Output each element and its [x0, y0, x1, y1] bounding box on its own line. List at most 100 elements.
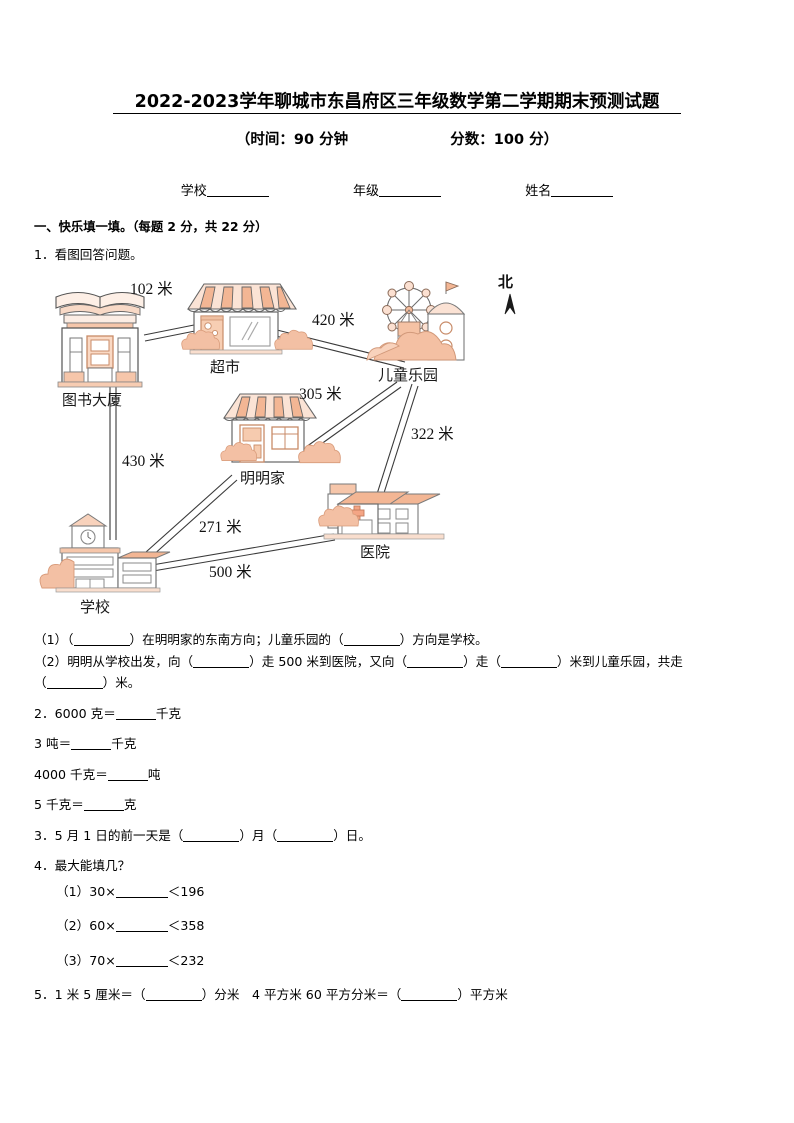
- spacer-after-q1: [34, 695, 760, 704]
- place-label-funpark: 儿童乐园: [378, 366, 438, 384]
- question-2-line-1: 2．6000 克＝ 千克: [34, 704, 760, 724]
- distance-label-library-market: 102 米: [130, 280, 173, 298]
- place-school: 学校: [39, 513, 171, 616]
- school-input[interactable]: [206, 183, 269, 197]
- q1p2-blank-1[interactable]: [193, 655, 250, 668]
- section-heading: 一、快乐填一填。（每题 2 分，共 22 分）: [34, 220, 268, 234]
- q3-text-b: ）月（: [239, 827, 278, 843]
- page-title: 2022-2023学年聊城市东昌府区三年级数学第二学期期末预测试题: [134, 92, 660, 112]
- question-3: 3．5 月 1 日的前一天是（）月（）日。: [34, 826, 760, 846]
- q4i2-blank[interactable]: [115, 919, 168, 933]
- q4i2-prefix: （2）60×: [56, 918, 116, 934]
- place-hospital: 医院: [318, 483, 445, 561]
- student-info-line: 学校 年级 姓名: [0, 180, 794, 199]
- q4i3-blank[interactable]: [115, 954, 168, 967]
- exam-time: （时间：90 分钟: [235, 132, 349, 148]
- q1p1-text-b: ）在明明家的东南方向；儿童乐园的（: [129, 632, 344, 647]
- q1p2-blank-3[interactable]: [500, 655, 557, 668]
- q2l4-blank[interactable]: [83, 798, 124, 812]
- question-2-line-2: 3 吨＝ 千克: [34, 734, 760, 754]
- q2l2-text-b: 千克: [111, 736, 137, 752]
- q1p2-blank-2[interactable]: [407, 655, 464, 668]
- compass-north: 北: [498, 274, 516, 315]
- place-label-home: 明明家: [240, 470, 285, 487]
- q1p2-text-c: ）走（: [463, 653, 501, 669]
- q2l4-text-a: 5 千克＝: [34, 797, 84, 813]
- q2l2-blank[interactable]: [71, 737, 112, 751]
- q2l1-blank[interactable]: [115, 707, 156, 720]
- q2l1-text-a: 2．6000 克＝: [34, 705, 116, 721]
- q3-blank-2[interactable]: [277, 829, 334, 842]
- place-label-hospital: 医院: [360, 543, 390, 561]
- place-label-school: 学校: [80, 599, 110, 616]
- distance-label-hospital-funpark: 322 米: [411, 425, 454, 443]
- place-funpark: 儿童乐园: [366, 281, 466, 384]
- distance-label-library-school: 430 米: [122, 452, 165, 470]
- distance-label-school-hospital: 500 米: [209, 563, 252, 581]
- name-input[interactable]: [551, 183, 614, 197]
- q1p1-text-a: （1）（: [34, 632, 74, 647]
- q1p2-text-d: ）米到儿童乐园，共走: [556, 653, 683, 669]
- q2l4-text-b: 克: [123, 797, 137, 813]
- question-4-item-3: （3）70×＜232: [56, 951, 760, 971]
- distance-label-school-home: 271 米: [199, 518, 242, 536]
- q1p1-blank-1[interactable]: [73, 633, 130, 646]
- school-label: 学校: [180, 184, 207, 199]
- q4i1-suffix: ＜196: [167, 883, 205, 899]
- title-underline: [113, 113, 681, 114]
- q5-text-a: 5．1 米 5 厘米＝（: [34, 987, 146, 1003]
- compass-label: 北: [498, 274, 513, 291]
- q1p2-text-e: （: [34, 675, 47, 691]
- spacer-q4b: [34, 942, 760, 951]
- distance-label-market-funpark: 420 米: [312, 311, 355, 329]
- spacer-q2c: [34, 786, 760, 795]
- q5-blank-2[interactable]: [401, 988, 458, 1002]
- q1p2-text-f: ）米。: [102, 675, 141, 691]
- question-1-stem: 1．看图回答问题。: [34, 247, 143, 263]
- question-2-line-4: 5 千克＝ 克: [34, 795, 760, 815]
- exam-meta: （时间：90 分钟 分数：100 分）: [0, 128, 794, 149]
- north-arrow-icon: [504, 293, 516, 315]
- question-1-part-1: （1）（ ）在明明家的东南方向；儿童乐园的（ ）方向是学校。: [34, 630, 760, 650]
- spacer-before-q5: [34, 976, 760, 985]
- q4i2-suffix: ＜358: [167, 918, 205, 934]
- place-label-market: 超市: [210, 359, 240, 376]
- q1p2-blank-4[interactable]: [46, 676, 103, 690]
- q1p2-text-a: （2）明明从学校出发，向（: [34, 653, 194, 669]
- q5-text-c: ）平方米: [457, 987, 508, 1003]
- spacer-before-q4: [34, 847, 760, 856]
- question-4-item-2: （2）60× ＜358: [56, 916, 760, 936]
- question-2-line-3: 4000 千克＝ 吨: [34, 765, 760, 785]
- q2l1-text-b: 千克: [155, 705, 182, 721]
- exam-questions-lower: （1）（ ）在明明家的东南方向；儿童乐园的（ ）方向是学校。 （2）明明从学校出发，…: [34, 630, 760, 1007]
- q2l2-text-a: 3 吨＝: [34, 736, 72, 752]
- q2l3-text-a: 4000 千克＝: [34, 766, 108, 782]
- question-4-item-1: （1）30× ＜196: [56, 882, 760, 902]
- place-market: 超市: [181, 283, 313, 376]
- grade-label: 年级: [352, 184, 379, 199]
- spacer-q2b: [34, 756, 760, 765]
- distance-label-home-funpark: 305 米: [299, 385, 342, 403]
- q1p1-blank-2[interactable]: [343, 633, 400, 646]
- q5-blank-1[interactable]: [145, 988, 202, 1002]
- question-4-stem: 4．最大能填几？: [34, 858, 131, 874]
- q1p1-text-c: ）方向是学校。: [399, 632, 488, 647]
- spacer-q4a: [34, 907, 760, 916]
- place-home: 明明家: [220, 393, 341, 487]
- name-label: 姓名: [525, 184, 552, 199]
- q2l3-blank[interactable]: [107, 768, 148, 781]
- exam-score: 分数：100 分）: [450, 132, 559, 148]
- q1p2-text-b: ）走 500 米到医院，又向（: [249, 653, 408, 669]
- q5-text-b: ）分米 4 平方米 60 平方分米＝（: [201, 987, 402, 1003]
- place-label-library: 图书大厦: [62, 392, 122, 409]
- q4i1-blank[interactable]: [115, 885, 168, 898]
- spacer-after-q2: [34, 817, 760, 826]
- question-1-part-2-cont: （ ）米。: [34, 673, 760, 693]
- q3-blank-1[interactable]: [183, 829, 240, 842]
- spacer-q2a: [34, 725, 760, 734]
- place-library: 图书大厦: [55, 291, 145, 409]
- q2l3-text-b: 吨: [147, 766, 161, 782]
- q4i3-prefix: （3）70×: [56, 952, 116, 968]
- q4i1-prefix: （1）30×: [56, 883, 116, 899]
- grade-input[interactable]: [379, 183, 441, 197]
